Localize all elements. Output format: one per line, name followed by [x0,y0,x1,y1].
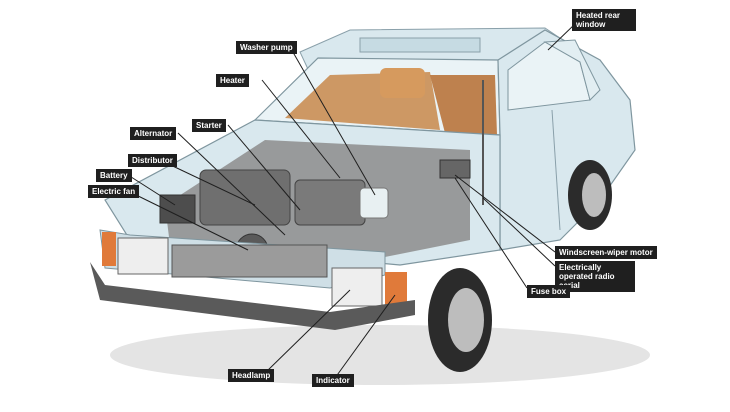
leader-headlamp [264,289,351,374]
leader-radio-aerial [482,197,556,267]
label-indicator: Indicator [312,374,354,387]
leader-heater [261,79,341,179]
label-alternator: Alternator [130,127,177,140]
side-window-rear [543,39,601,101]
label-heater: Heater [216,74,249,87]
headrest [380,68,425,98]
label-starter: Starter [192,119,226,132]
indicator-left [102,232,116,266]
sunroof [359,37,481,53]
front-bumper [90,262,415,330]
label-windscreen-wiper-motor: Windscreen-wiper motor [555,246,657,259]
grille [171,244,328,278]
label-headlamp: Headlamp [228,369,275,382]
leader-battery [127,174,176,206]
headlamp-left [117,237,169,275]
leader-windscreen-wiper-motor [454,174,556,253]
door-line [551,109,561,231]
leader-fuse-box [454,177,528,289]
label-battery: Battery [96,169,132,182]
front-hub [448,288,484,352]
label-electric-fan: Electric fan [88,185,140,198]
leader-lines [127,23,576,379]
ground-shadow [110,325,650,385]
label-heated-rear-window: Heated rear window [572,9,636,31]
leader-indicator [334,294,396,379]
leader-washer-pump [289,46,376,196]
label-washer-pump: Washer pump [236,41,297,54]
gearbox [294,179,366,226]
seat-back-right [430,75,497,135]
label-distributor: Distributor [128,154,177,167]
leader-electric-fan [127,190,249,251]
leader-starter [227,124,301,211]
leader-distributor [159,159,256,206]
label-fuse-box: Fuse box [527,285,571,298]
washer-reservoir [359,187,389,219]
rear-hub [582,173,606,217]
leader-heated-rear-window [547,23,576,51]
leader-alternator [177,132,286,236]
